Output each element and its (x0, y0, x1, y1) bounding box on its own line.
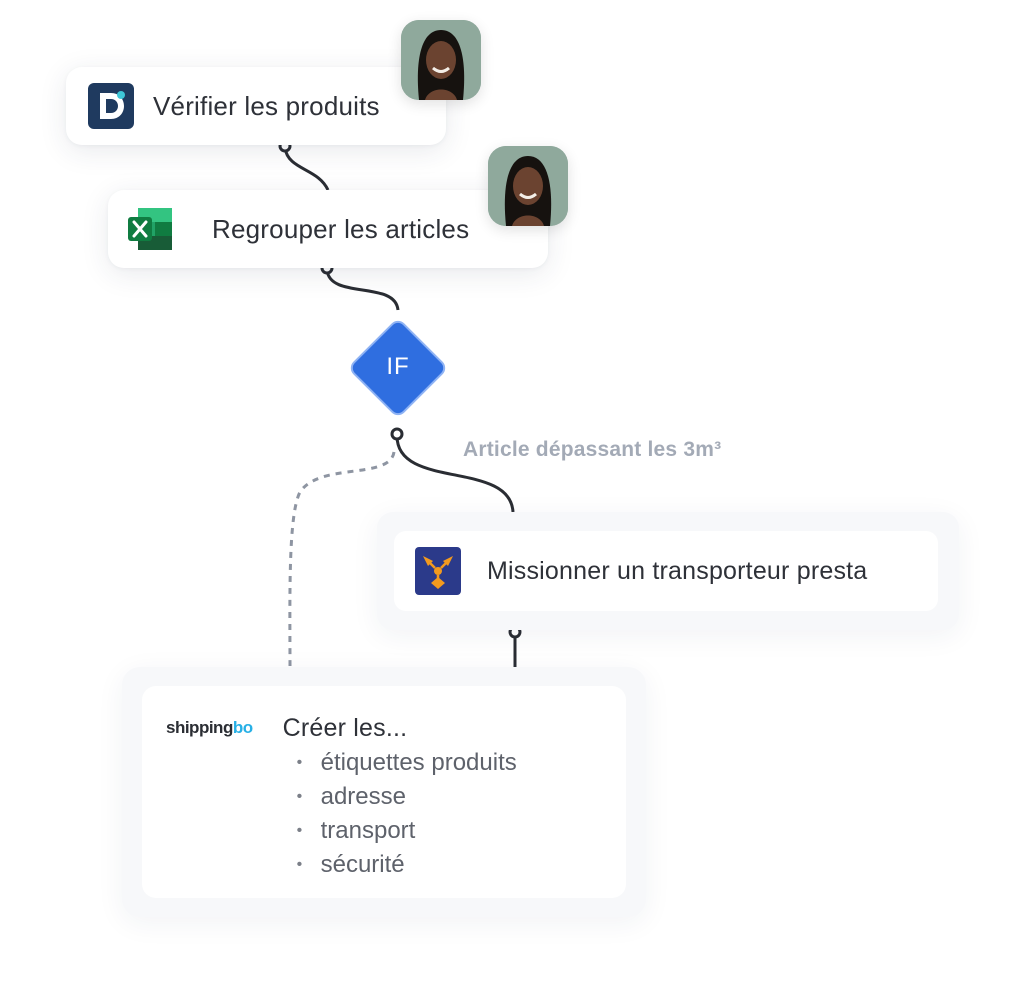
connector-verify-group (283, 147, 330, 191)
condition-diamond[interactable] (338, 308, 458, 428)
connector-if-create-dashed (288, 451, 396, 669)
node-label: Vérifier les produits (153, 90, 380, 121)
user-avatar (488, 146, 568, 226)
user-avatar (401, 20, 481, 100)
connector-if-transport (395, 435, 515, 513)
node-label: Missionner un transporteur presta (487, 556, 868, 585)
connector-dot (390, 427, 404, 441)
node-group-articles[interactable]: Regrouper les articles (108, 190, 548, 268)
transport-app-icon (415, 547, 461, 595)
node-label: Regrouper les articles (212, 213, 470, 244)
node-create-labels[interactable]: shippingbo Créer les... étiquettes produ… (142, 686, 626, 898)
node-hire-carrier[interactable]: Missionner un transporteur presta (394, 531, 938, 611)
node-verify-products[interactable]: Vérifier les produits (66, 67, 446, 145)
connector-group-if (325, 269, 400, 311)
list-item: étiquettes produits (297, 747, 517, 781)
create-content: Créer les... étiquettes produits adresse… (283, 714, 517, 883)
create-items: étiquettes produits adresse transport sé… (297, 747, 517, 883)
list-item: transport (297, 815, 517, 849)
create-title: Créer les... (282, 714, 408, 742)
condition-label: IF (386, 353, 410, 380)
excel-icon (126, 206, 174, 252)
dext-icon (88, 83, 134, 129)
branch-label: Article dépassant les 3m³ (463, 438, 722, 461)
list-item: adresse (297, 781, 517, 815)
shippingbo-logo: shippingbo (166, 718, 253, 737)
list-item: sécurité (297, 849, 517, 883)
